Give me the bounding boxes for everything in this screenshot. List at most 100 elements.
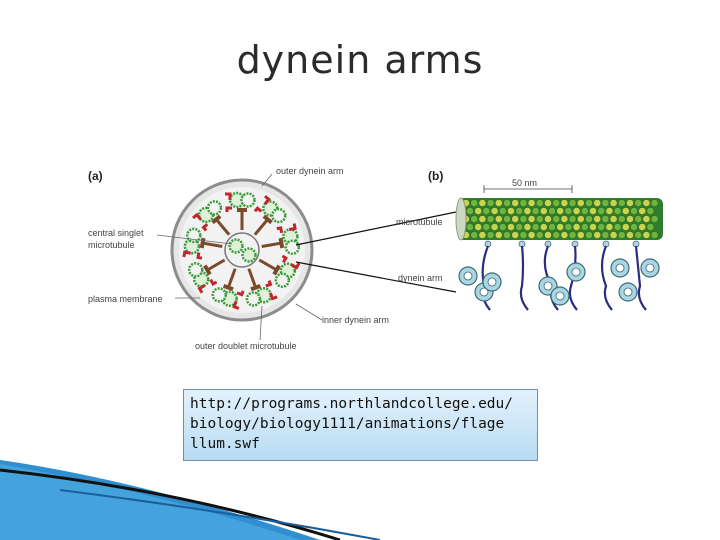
tubulin-subunit bbox=[601, 199, 610, 207]
label-central-singlet: central singlet bbox=[88, 228, 144, 238]
tubulin-subunit bbox=[515, 223, 524, 231]
tubulin-subunit bbox=[585, 215, 593, 223]
inner-dynein-arm bbox=[196, 252, 203, 260]
tubulin-subunit bbox=[585, 231, 593, 239]
doublet-b-tubule bbox=[274, 272, 291, 288]
tubulin-subunit bbox=[634, 215, 643, 223]
tubulin-subunit bbox=[560, 231, 569, 239]
tubulin-subunit bbox=[478, 231, 487, 239]
doublet-b-tubule bbox=[240, 192, 256, 208]
dynein-stalk bbox=[568, 245, 578, 311]
tubulin-subunit bbox=[527, 215, 536, 223]
microtubule-tube bbox=[455, 197, 663, 241]
tubulin-subunit bbox=[474, 207, 483, 215]
tubulin-subunit bbox=[503, 215, 511, 223]
tubulin-subunit bbox=[568, 231, 577, 239]
tubulin-subunit bbox=[564, 207, 573, 215]
slide-title: dynein arms bbox=[236, 38, 484, 82]
central-singlet bbox=[241, 247, 257, 263]
tubulin-subunit bbox=[531, 223, 540, 231]
tubulin-subunit bbox=[474, 223, 483, 231]
tubulin-subunit bbox=[507, 207, 515, 215]
tubulin-subunit bbox=[580, 207, 589, 215]
doublet-b-tubule bbox=[206, 200, 223, 216]
tubulin-subunit bbox=[527, 231, 536, 239]
tubulin-subunit bbox=[621, 207, 630, 215]
outer-dynein-arm bbox=[225, 192, 232, 200]
tubulin-subunit bbox=[535, 215, 544, 223]
tubulin-subunit bbox=[519, 231, 528, 239]
tubulin-subunit bbox=[511, 199, 520, 207]
tubulin-subunit bbox=[560, 199, 569, 207]
spoke-head bbox=[262, 214, 273, 225]
tubulin-subunit bbox=[544, 215, 552, 223]
tubulin-subunit bbox=[535, 231, 544, 239]
axoneme-cross-section bbox=[170, 178, 314, 322]
tubulin-subunit bbox=[609, 199, 618, 207]
url-note[interactable]: http://programs.northlandcollege.edu/ bi… bbox=[183, 389, 538, 461]
tubulin-subunit bbox=[552, 199, 561, 207]
dynein-stalk bbox=[600, 245, 613, 311]
inner-dynein-arm bbox=[236, 290, 245, 297]
tubulin-subunit bbox=[642, 231, 651, 239]
outer-dynein-arm bbox=[197, 284, 206, 294]
dynein-stalk bbox=[519, 245, 529, 311]
panel-a-label: (a) bbox=[88, 169, 103, 183]
inner-dynein-arm bbox=[265, 280, 273, 288]
tubulin-subunit bbox=[494, 215, 503, 223]
tubulin-subunit bbox=[552, 215, 561, 223]
outer-doublets bbox=[182, 191, 301, 310]
tubulin-subunit bbox=[613, 223, 622, 231]
spoke-head bbox=[272, 264, 281, 276]
tubulin-subunit bbox=[556, 223, 565, 231]
tubulin-subunit bbox=[650, 199, 659, 207]
tubulin-subunit bbox=[482, 223, 491, 231]
tubulin-subunit bbox=[482, 207, 491, 215]
tubulin-subunit bbox=[650, 215, 659, 223]
tubulin-subunit bbox=[609, 215, 618, 223]
tubulin-subunit bbox=[605, 207, 614, 215]
tubulin-subunit bbox=[646, 207, 655, 215]
tubulin-subunit bbox=[642, 199, 651, 207]
doublet-b-tubule bbox=[245, 291, 262, 307]
tubulin-subunit bbox=[544, 199, 552, 207]
spoke-head bbox=[278, 237, 285, 249]
tubulin-subunit bbox=[597, 207, 606, 215]
tubulin-subunit bbox=[498, 207, 507, 215]
tubulin-subunit bbox=[638, 207, 647, 215]
projection-lines bbox=[295, 211, 457, 293]
radial-spoke bbox=[206, 258, 226, 272]
inner-dynein-arm bbox=[209, 278, 218, 287]
tubulin-subunit bbox=[507, 223, 515, 231]
radial-spoke bbox=[253, 218, 269, 236]
doublet-b-tubule bbox=[284, 239, 301, 255]
tubulin-subunit bbox=[568, 215, 577, 223]
doublet-b-tubule bbox=[211, 287, 228, 303]
dynein-head-core bbox=[571, 267, 581, 277]
tubulin-subunit bbox=[552, 231, 561, 239]
tubulin-subunit bbox=[576, 231, 585, 239]
radial-spoke bbox=[226, 268, 237, 289]
radial-spoke bbox=[261, 241, 282, 249]
spoke-head bbox=[199, 237, 206, 249]
tubulin-subunit bbox=[503, 199, 511, 207]
dynein-head-core bbox=[615, 263, 625, 273]
tubulin-subunit bbox=[576, 199, 585, 207]
tubulin-subunit bbox=[470, 231, 479, 239]
central-pair bbox=[224, 232, 260, 268]
dynein-head-core bbox=[623, 287, 633, 297]
tubulin-subunit bbox=[646, 223, 655, 231]
tubulin-subunit bbox=[478, 199, 487, 207]
tubulin-subunit bbox=[564, 223, 573, 231]
tubulin-subunit bbox=[486, 215, 495, 223]
tubulin-subunit bbox=[503, 231, 511, 239]
label-scale: 50 nm bbox=[512, 178, 537, 188]
dynein-head-core bbox=[555, 291, 565, 301]
tubulin-subunit bbox=[470, 215, 479, 223]
tubulin-subunit bbox=[617, 199, 626, 207]
tubulin-subunit bbox=[466, 207, 474, 215]
doublet-b-tubule bbox=[270, 207, 287, 224]
label-inner-dynein-arm: inner dynein arm bbox=[322, 315, 389, 325]
tubulin-subunit bbox=[486, 231, 495, 239]
